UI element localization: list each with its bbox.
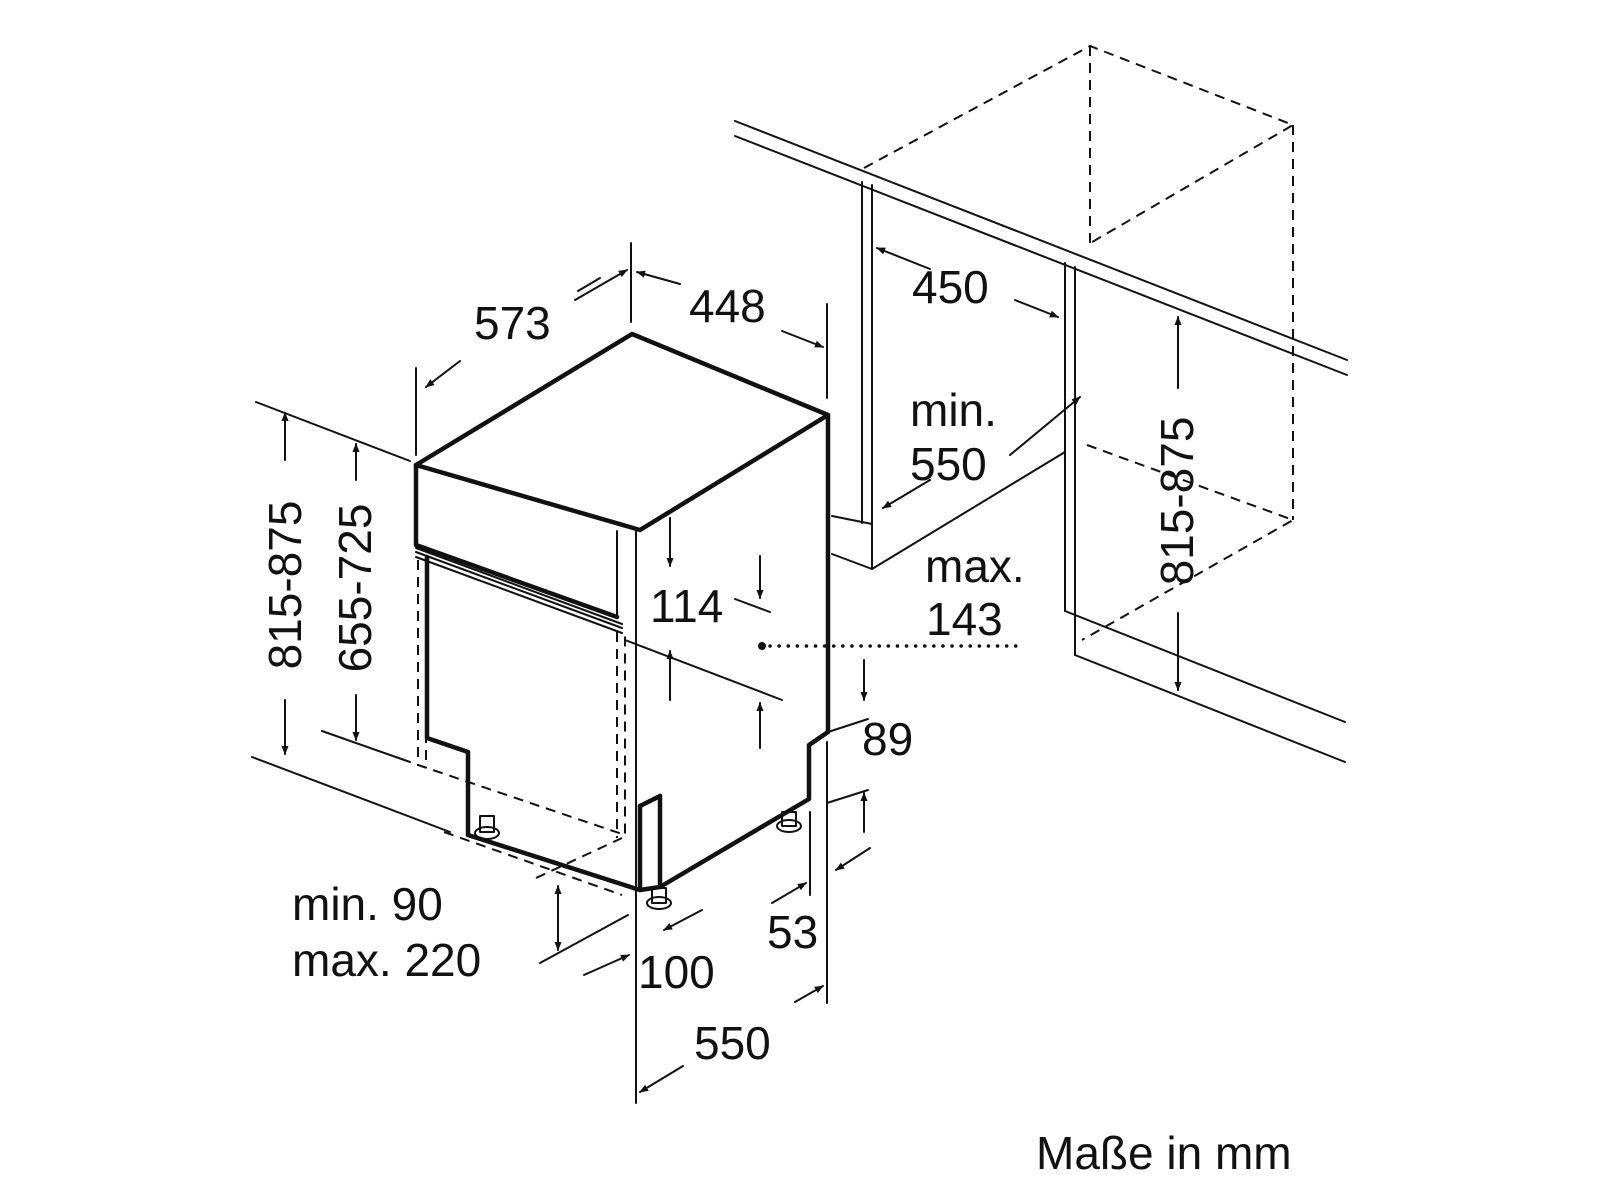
dim-450-label: 450 — [912, 261, 989, 313]
dishwasher-body — [413, 331, 831, 910]
cabinet-niche — [734, 44, 1348, 763]
dim-815-875-left-label: 815-875 — [259, 501, 311, 670]
units-note: Maße in mm — [1036, 1127, 1292, 1179]
dim-114-label: 114 — [650, 580, 723, 632]
dim-min-550-label: 550 — [910, 438, 987, 490]
dim-573-label: 573 — [474, 297, 551, 349]
dim-89-label: 89 — [862, 713, 913, 765]
dim-max-220-label: max. 220 — [292, 934, 481, 986]
dim-448-label: 448 — [689, 280, 766, 332]
dim-815-875-right-label: 815-875 — [1151, 417, 1203, 586]
dim-max-143-label: 143 — [926, 593, 1003, 645]
dim-53-label: 53 — [767, 906, 818, 958]
dim-655-725-label: 655-725 — [329, 504, 381, 673]
dim-min-label: min. — [910, 384, 997, 436]
dim-550-bottom-label: 550 — [694, 1017, 771, 1069]
dim-max-label: max. — [925, 540, 1025, 592]
dim-100-label: 100 — [638, 946, 715, 998]
dim-min-90-label: min. 90 — [292, 878, 443, 930]
dimension-lines — [251, 242, 1182, 1104]
